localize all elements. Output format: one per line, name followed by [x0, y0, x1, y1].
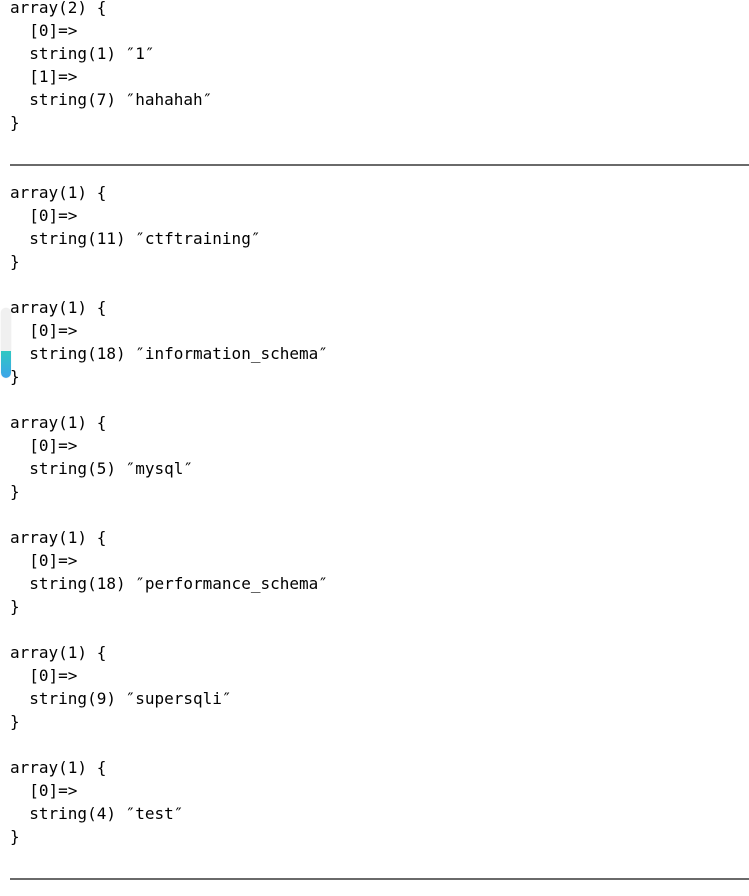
array-closing-brace: }	[10, 252, 20, 271]
array-declaration: array(1) {	[10, 298, 107, 317]
array-index: [0]=>	[10, 21, 78, 40]
var-dump-block: array(1) { [0]=> string(5) ″mysql″}	[10, 411, 749, 503]
var-dump-block: array(1) { [0]=> string(18) ″information…	[10, 296, 749, 388]
query-result-section: array(2) { [0]=> string(1) ″1″ [1]=> str…	[10, 0, 749, 134]
array-value: string(4) ″test″	[10, 804, 184, 823]
separator-line	[10, 164, 749, 166]
scroll-indicator-thumb[interactable]	[1, 351, 11, 378]
array-value: string(11) ″ctftraining″	[10, 229, 261, 248]
var-dump-output: array(2) { [0]=> string(1) ″1″ [1]=> str…	[10, 0, 749, 880]
var-dump-block: array(2) { [0]=> string(1) ″1″ [1]=> str…	[10, 0, 749, 134]
array-closing-brace: }	[10, 367, 20, 386]
array-value: string(18) ″information_schema″	[10, 344, 328, 363]
array-value: string(9) ″supersqli″	[10, 689, 232, 708]
scroll-indicator-track[interactable]	[1, 308, 11, 378]
array-value: string(1) ″1″	[10, 44, 155, 63]
array-index: [0]=>	[10, 551, 78, 570]
separator-line	[10, 878, 749, 880]
array-index: [1]=>	[10, 67, 78, 86]
array-index: [0]=>	[10, 321, 78, 340]
array-index: [0]=>	[10, 781, 78, 800]
var-dump-block: array(1) { [0]=> string(18) ″performance…	[10, 526, 749, 618]
array-closing-brace: }	[10, 482, 20, 501]
var-dump-block: array(1) { [0]=> string(9) ″supersqli″}	[10, 641, 749, 733]
array-declaration: array(2) {	[10, 0, 107, 17]
var-dump-block: array(1) { [0]=> string(11) ″ctftraining…	[10, 181, 749, 273]
array-declaration: array(1) {	[10, 528, 107, 547]
array-declaration: array(1) {	[10, 183, 107, 202]
array-closing-brace: }	[10, 597, 20, 616]
array-closing-brace: }	[10, 113, 20, 132]
array-index: [0]=>	[10, 206, 78, 225]
array-declaration: array(1) {	[10, 413, 107, 432]
array-declaration: array(1) {	[10, 643, 107, 662]
array-value: string(18) ″performance_schema″	[10, 574, 328, 593]
array-value: string(7) ″hahahah″	[10, 90, 213, 109]
array-closing-brace: }	[10, 712, 20, 731]
array-index: [0]=>	[10, 666, 78, 685]
database-list-section: array(1) { [0]=> string(11) ″ctftraining…	[10, 181, 749, 848]
array-closing-brace: }	[10, 827, 20, 846]
var-dump-block: array(1) { [0]=> string(4) ″test″}	[10, 756, 749, 848]
array-declaration: array(1) {	[10, 758, 107, 777]
array-index: [0]=>	[10, 436, 78, 455]
array-value: string(5) ″mysql″	[10, 459, 194, 478]
